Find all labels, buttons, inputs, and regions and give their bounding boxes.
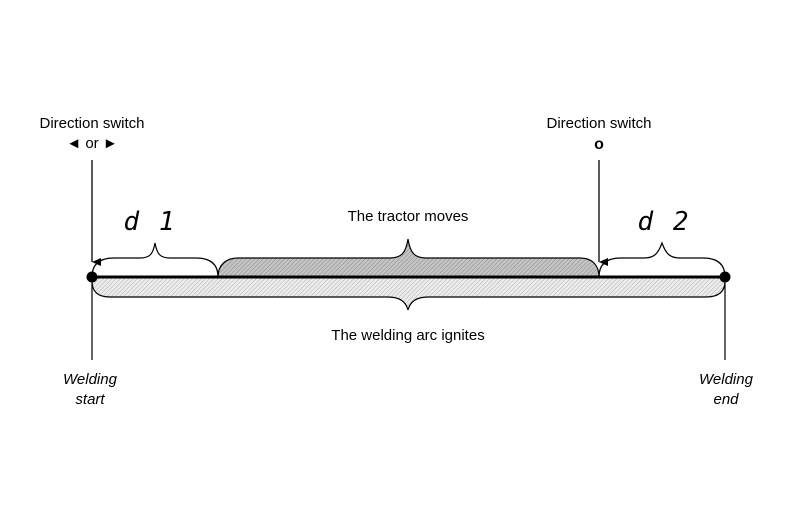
d1-brace: [91, 242, 219, 278]
welding-arc-ignites-band: [91, 276, 726, 311]
welding-start-point: [86, 271, 98, 283]
d1-label: d 1: [124, 207, 177, 237]
tractor-moves-band: [217, 238, 600, 278]
welding-end-label-line1: Welding: [699, 371, 754, 388]
left-direction-switch-label: Direction switch: [39, 115, 144, 132]
welding-end-point: [719, 271, 731, 283]
right-direction-switch-label: Direction switch: [546, 115, 651, 132]
welding-start-label-line1: Welding: [63, 371, 118, 388]
welding-end-label-line2: end: [713, 391, 739, 408]
d2-label: d 2: [638, 207, 691, 237]
tractor-moves-label: The tractor moves: [348, 208, 469, 225]
left-direction-switch-symbols: ◄ or ►: [66, 135, 117, 152]
welding-arc-ignites-label: The welding arc ignites: [331, 327, 484, 344]
right-direction-switch-symbol: o: [594, 136, 604, 153]
d2-brace: [598, 241, 726, 278]
welding-start-label-line2: start: [75, 391, 105, 408]
